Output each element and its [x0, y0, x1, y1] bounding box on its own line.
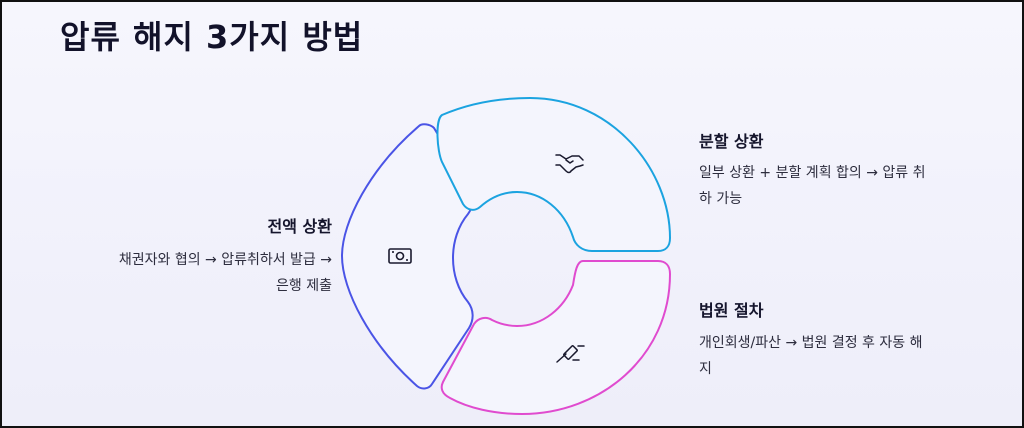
- method-installment-desc-line2: 하 가능: [699, 191, 743, 207]
- method-full-repayment-desc-line1: 채권자와 협의 → 압류취하서 발급 →: [118, 252, 332, 268]
- method-installment-title: 분할 상환: [699, 132, 764, 151]
- segment-court-procedure: [440, 260, 672, 416]
- handshake-icon: [555, 154, 584, 174]
- segment-installment: [436, 96, 672, 252]
- method-court-desc-line1: 개인회생/파산 → 법원 결정 후 자동 해: [699, 335, 923, 351]
- method-full-repayment-desc: 채권자와 협의 → 압류취하서 발급 → 은행 제출: [119, 247, 332, 299]
- method-full-repayment-title: 전액 상환: [267, 217, 332, 236]
- method-court-title: 법원 절차: [699, 301, 764, 320]
- money-bill-icon: [388, 248, 412, 264]
- method-installment-desc: 일부 상환 + 분할 계획 합의 → 압류 취 하 가능: [699, 160, 926, 212]
- gavel-icon: [556, 345, 585, 363]
- method-installment-desc-line1: 일부 상환 + 분할 계획 합의 → 압류 취: [699, 165, 926, 181]
- page-title: 압류 해지 3가지 방법: [60, 18, 364, 56]
- method-full-repayment-desc-line2: 은행 제출: [276, 278, 332, 294]
- method-court-desc: 개인회생/파산 → 법원 결정 후 자동 해 지: [699, 330, 922, 382]
- method-court-desc-line2: 지: [699, 361, 712, 377]
